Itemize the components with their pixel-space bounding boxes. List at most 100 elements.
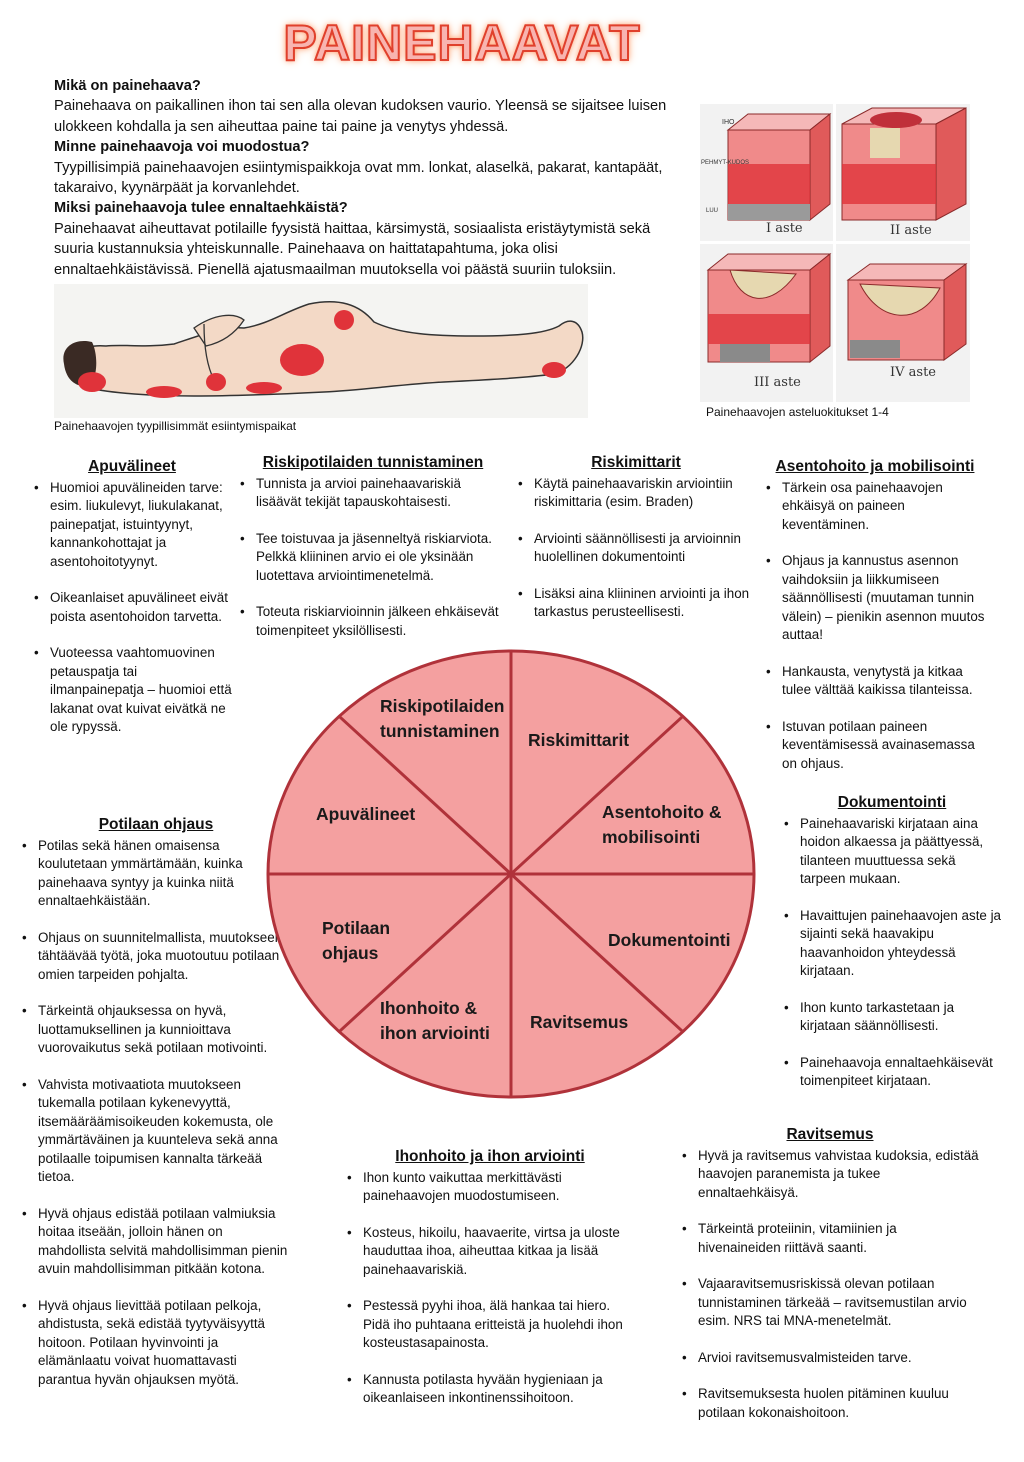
wheel-segment-line: Ihonhoito & (380, 998, 478, 1018)
wheel-segment-line: Potilaan (322, 918, 390, 938)
list-item: Istuvan potilaan paineen keventämisessä … (766, 718, 986, 774)
list-item: Hankausta, venytystä ja kitkaa tulee väl… (766, 663, 986, 700)
wheel-segment-label: Asentohoito & mobilisointi (602, 802, 722, 847)
list-item: Vuoteessa vaahtomuovinen petauspatja tai… (34, 644, 232, 737)
section-heading: Ravitsemus (786, 1126, 874, 1143)
list-item: Arviointi säännöllisesti ja arvioinnin h… (518, 530, 756, 567)
section-apuvalineet: Apuvälineet Huomioi apuvälineiden tarve:… (32, 458, 232, 755)
wound-stages-drawing: IHO PEHMYT-KUDOS LUU I aste II aste III … (700, 104, 970, 402)
stage-2-block (841, 107, 967, 221)
section-ihonhoito: Ihonhoito ja ihon arviointi Ihon kunto v… (345, 1148, 635, 1426)
wheel-segment-line: mobilisointi (602, 827, 700, 847)
wheel-segment-label: Riskimittarit (528, 730, 629, 750)
section-riskimittarit: Riskimittarit Käytä painehaavariskin arv… (516, 454, 756, 640)
list-item: Kosteus, hikoilu, haavaerite, virtsa ja … (347, 1224, 635, 1280)
section-heading: Apuvälineet (88, 458, 176, 475)
list-item: Oikeanlaiset apuvälineet eivät poista as… (34, 589, 232, 626)
list-item: Painehaavariski kirjataan aina hoidon al… (784, 815, 1002, 889)
stage-label: II aste (890, 223, 932, 238)
section-dokumentointi: Dokumentointi Painehaavariski kirjataan … (782, 794, 1002, 1109)
list-item: Vahvista motivaatiota muutokseen tukemal… (22, 1076, 292, 1187)
section-heading: Ihonhoito ja ihon arviointi (395, 1148, 585, 1165)
list-item: Ohjaus on suunnitelmallista, muutokseen … (22, 929, 292, 985)
stage-1-block (726, 112, 832, 222)
section-heading: Riskipotilaiden tunnistaminen (262, 454, 484, 471)
wheel-segment-line: ohjaus (322, 943, 379, 963)
wheel-segment-label: Potilaan ohjaus (322, 918, 390, 963)
wheel-segment-label: Apuvälineet (316, 804, 415, 824)
section-riskipotilaat: Riskipotilaiden tunnistaminen Tunnista j… (238, 454, 508, 658)
wheel-segment-label: Riskipotilaiden tunnistaminen (380, 696, 504, 741)
list-item: Painehaavoja ennaltaehkäisevät toimenpit… (784, 1054, 1002, 1091)
section-heading: Potilaan ohjaus (98, 816, 214, 833)
page-title: PAINEHAAVAT (282, 14, 641, 72)
wheel-segment-line: Ravitsemus (530, 1012, 629, 1032)
wound-spot (542, 362, 566, 378)
list-item: Ihon kunto vaikuttaa merkittävästi paine… (347, 1169, 635, 1206)
list-item: Ravitsemuksesta huolen pitäminen kuuluu … (682, 1385, 980, 1422)
body-caption: Painehaavojen tyypillisimmät esiintymisp… (54, 419, 297, 433)
wheel-segment-line: ihon arviointi (380, 1023, 490, 1043)
wheel-segment-label: Dokumentointi (608, 930, 731, 950)
section-potilaan-ohjaus: Potilaan ohjaus Potilas sekä hänen omais… (20, 816, 292, 1407)
list-item: Havaittujen painehaavojen aste ja sijain… (784, 907, 1002, 981)
wheel-segment-line: Riskipotilaiden (380, 696, 504, 716)
list-item: Kannusta potilasta hyvään hygieniaan ja … (347, 1371, 635, 1408)
list-item: Hyvä ja ravitsemus vahvistaa kudoksia, e… (682, 1147, 980, 1203)
wound-spot (206, 373, 226, 391)
list-item: Tee toistuvaa ja jäsenneltyä riskiarviot… (240, 530, 508, 586)
stage-4-block (846, 263, 968, 361)
prevention-wheel: Riskipotilaiden tunnistaminen Riskimittari… (266, 649, 756, 1099)
list-item: Lisäksi aina kliininen arviointi ja ihon… (518, 585, 756, 622)
wound-spot (334, 310, 354, 330)
list-item: Huomioi apuvälineiden tarve: esim. liuku… (34, 479, 232, 572)
wheel-segment-line: Apuvälineet (316, 804, 415, 824)
intro-question: Mikä on painehaava? (54, 78, 201, 94)
section-asentohoito: Asentohoito ja mobilisointi Tärkein osa … (764, 458, 986, 791)
wheel-segment-line: tunnistaminen (380, 721, 500, 741)
list-item: Hyvä ohjaus edistää potilaan valmiuksia … (22, 1205, 292, 1279)
wound-spot (280, 344, 324, 376)
list-item: Käytä painehaavariskin arviointiin riski… (518, 475, 756, 512)
wheel-segment-line: Asentohoito & (602, 802, 722, 822)
intro-question: Miksi painehaavoja tulee ennaltaehkäistä… (54, 200, 348, 217)
list-item: Potilas sekä hänen omaisensa koulutetaan… (22, 837, 292, 911)
list-item: Ohjaus ja kannustus asennon vaihdoksiin … (766, 552, 986, 645)
wheel-segment-line: Riskimittarit (528, 730, 629, 750)
lying-body-drawing (63, 301, 584, 398)
stage-label: IV aste (890, 365, 936, 380)
list-item: Toteuta riskiarvioinnin jälkeen ehkäisev… (240, 603, 508, 640)
intro-text: Mikä on painehaava? Painehaava on paikal… (54, 76, 674, 280)
list-item: Hyvä ohjaus lievittää potilaan pelkoja, … (22, 1297, 292, 1390)
wound-spot (246, 382, 282, 394)
stage-annotation-side: PEHMYT-KUDOS (701, 160, 749, 166)
list-item: Tärkeintä proteiinin, vitamiinien ja hiv… (682, 1220, 980, 1257)
list-item: Tärkeintä ohjauksessa on hyvä, luottamuk… (22, 1002, 292, 1058)
list-item: Vajaaravitsemusriskissä olevan potilaan … (682, 1275, 980, 1331)
wheel-segment-line: Dokumentointi (608, 930, 731, 950)
list-item: Pestessä pyyhi ihoa, älä hankaa tai hier… (347, 1297, 635, 1353)
intro-answer: Tyypillisimpiä painehaavojen esiintymisp… (54, 159, 663, 197)
intro-question: Minne painehaavoja voi muodostua? (54, 139, 310, 156)
stages-illustration: IHO PEHMYT-KUDOS LUU I aste II aste III … (700, 104, 970, 402)
section-heading: Asentohoito ja mobilisointi (775, 458, 975, 475)
list-item: Ihon kunto tarkastetaan ja kirjataan sää… (784, 999, 1002, 1036)
intro-answer: Painehaava on paikallinen ihon tai sen a… (54, 98, 667, 135)
wound-spot (78, 372, 106, 392)
stage-label: III aste (754, 375, 801, 390)
list-item: Tärkein osa painehaavojen ehkäisyä on pa… (766, 479, 986, 535)
wheel-segment-label: Ravitsemus (530, 1012, 629, 1032)
wound-spot (146, 386, 182, 398)
section-ravitsemus: Ravitsemus Hyvä ja ravitsemus vahvistaa … (680, 1126, 980, 1440)
stage-annotation-bottom: LUU (706, 208, 718, 214)
wheel-divider (338, 715, 684, 1033)
wheel-segment-label: Ihonhoito & ihon arviointi (380, 998, 490, 1043)
stage-label: I aste (766, 221, 803, 236)
list-item: Arvioi ravitsemusvalmisteiden tarve. (682, 1349, 980, 1368)
stages-caption: Painehaavojen asteluokitukset 1-4 (706, 405, 889, 419)
intro-answer: Painehaavat aiheuttavat potilaille fyysi… (54, 220, 651, 278)
section-heading: Riskimittarit (591, 454, 681, 471)
section-heading: Dokumentointi (837, 794, 947, 811)
stage-annotation-top: IHO (722, 119, 735, 126)
list-item: Tunnista ja arvioi painehaavariskiä lisä… (240, 475, 508, 512)
